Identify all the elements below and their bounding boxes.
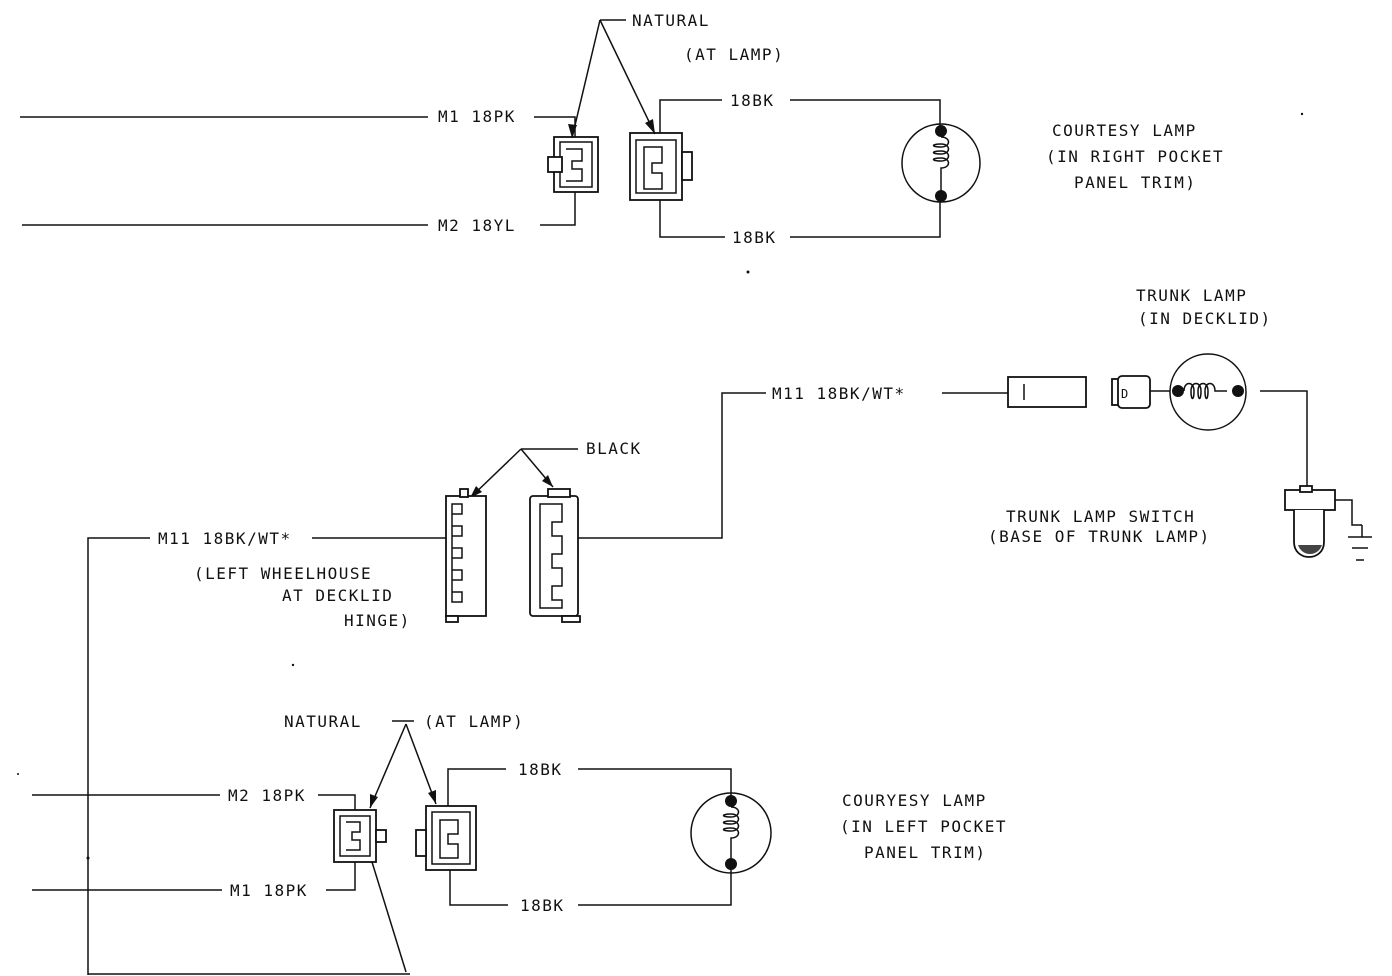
natural-connector-female-top <box>629 132 693 201</box>
label-at-lamp-top: (AT LAMP) <box>684 45 784 64</box>
m2-lead-bottom <box>318 794 356 810</box>
bottom-drop-line <box>371 861 407 973</box>
trunk-lamp-switch <box>1284 485 1362 558</box>
black-connector-female <box>529 488 581 623</box>
label-m1-18pk-top: M1 18PK <box>438 107 516 126</box>
left-courtesy-lamp-circuit: NATURAL (AT LAMP) M2 18PK M1 18PK <box>32 712 1007 973</box>
right-courtesy-lamp-circuit: M1 18PK M2 18YL NATURAL (AT LAMP) 18BK <box>20 11 1224 247</box>
ground-symbol <box>1348 525 1372 561</box>
arrowhead-top-b <box>645 119 655 134</box>
trunk-lamp-to-switch <box>1260 390 1308 486</box>
label-panel-trim-right: PANEL TRIM) <box>1074 173 1196 192</box>
label-in-left-pocket: (IN LEFT POCKET <box>840 817 1007 836</box>
trunk-lamp-plug: D <box>1111 375 1151 409</box>
ground-wire-lower-top <box>659 200 725 238</box>
label-left-wheelhouse: (LEFT WHEELHOUSE <box>194 564 372 583</box>
label-m1-18pk-bottom: M1 18PK <box>230 881 308 900</box>
label-courtesy-lamp-left: COURYESY LAMP <box>842 791 987 810</box>
decklid-hinge-connector: BLACK M11 18BK/WT* (LEFT WHEELHOUSE AT D… <box>87 439 642 975</box>
natural-connector-male-bottom <box>333 809 387 863</box>
label-courtesy-lamp-right: COURTESY LAMP <box>1052 121 1197 140</box>
callout-arrow-top-b <box>599 19 656 135</box>
callout-arrow-bottom-a <box>369 723 407 809</box>
m11-wire-to-trunk <box>578 392 766 539</box>
label-m2-18yl-top: M2 18YL <box>438 216 516 235</box>
ground-wire-lower-bottom <box>449 870 508 906</box>
label-natural-top: NATURAL <box>632 11 710 30</box>
label-black: BLACK <box>586 439 642 458</box>
m11-wire-left <box>87 537 150 975</box>
svg-text:D: D <box>1121 387 1130 401</box>
scan-specks <box>17 112 1304 860</box>
courtesy-lamp-right <box>901 123 981 203</box>
label-18bk-lower-top: 18BK <box>732 228 777 247</box>
ground-wire-upper-bottom-r <box>578 768 732 801</box>
label-panel-trim-left: PANEL TRIM) <box>864 843 986 862</box>
natural-connector-female-bottom <box>415 805 477 871</box>
label-in-right-pocket: (IN RIGHT POCKET <box>1046 147 1224 166</box>
arrowhead-bottom-a <box>370 794 378 808</box>
label-m11-trunk: M11 18BK/WT* <box>772 384 906 403</box>
label-hinge: HINGE) <box>344 611 411 630</box>
ground-wire-lower-top-r <box>790 196 941 238</box>
label-trunk-lamp: TRUNK LAMP <box>1136 286 1247 305</box>
ground-wire-upper-top-r <box>790 99 941 131</box>
m1-lead-bottom <box>326 862 356 891</box>
m2-lead-top <box>540 192 576 226</box>
trunk-lamp-bulb <box>1169 353 1247 431</box>
callout-arrow-top-a <box>571 19 601 139</box>
ground-wire-upper-top <box>659 99 722 133</box>
label-in-decklid: (IN DECKLID) <box>1138 309 1272 328</box>
trunk-inline-connector <box>1007 376 1087 408</box>
courtesy-lamp-left <box>690 792 772 874</box>
label-18bk-upper-top: 18BK <box>730 91 775 110</box>
black-connector-male <box>445 488 487 623</box>
arrowhead-top-a <box>568 124 577 138</box>
label-natural-bottom: NATURAL <box>284 712 362 731</box>
label-trunk-lamp-switch: TRUNK LAMP SWITCH <box>1006 507 1195 526</box>
label-at-decklid: AT DECKLID <box>282 586 393 605</box>
m1-lead-top <box>534 116 576 137</box>
label-m11-left: M11 18BK/WT* <box>158 529 292 548</box>
callout-arrow-bottom-b <box>405 723 437 805</box>
trunk-lamp-circuit: TRUNK LAMP (IN DECKLID) M11 18BK/WT* D <box>578 286 1372 561</box>
label-m2-18pk-bottom: M2 18PK <box>228 786 306 805</box>
ground-wire-upper-bottom <box>447 768 506 806</box>
label-base-of-trunk-lamp: (BASE OF TRUNK LAMP) <box>988 527 1211 546</box>
label-18bk-upper-bottom: 18BK <box>518 760 563 779</box>
label-at-lamp-bottom: (AT LAMP) <box>424 712 524 731</box>
natural-connector-male-top <box>547 136 599 193</box>
arrowhead-black-b <box>542 475 553 487</box>
arrowhead-black-a <box>470 486 482 498</box>
arrowhead-bottom-b <box>428 790 436 804</box>
ground-wire-lower-bottom-r <box>578 864 732 906</box>
label-18bk-lower-bottom: 18BK <box>520 896 565 915</box>
